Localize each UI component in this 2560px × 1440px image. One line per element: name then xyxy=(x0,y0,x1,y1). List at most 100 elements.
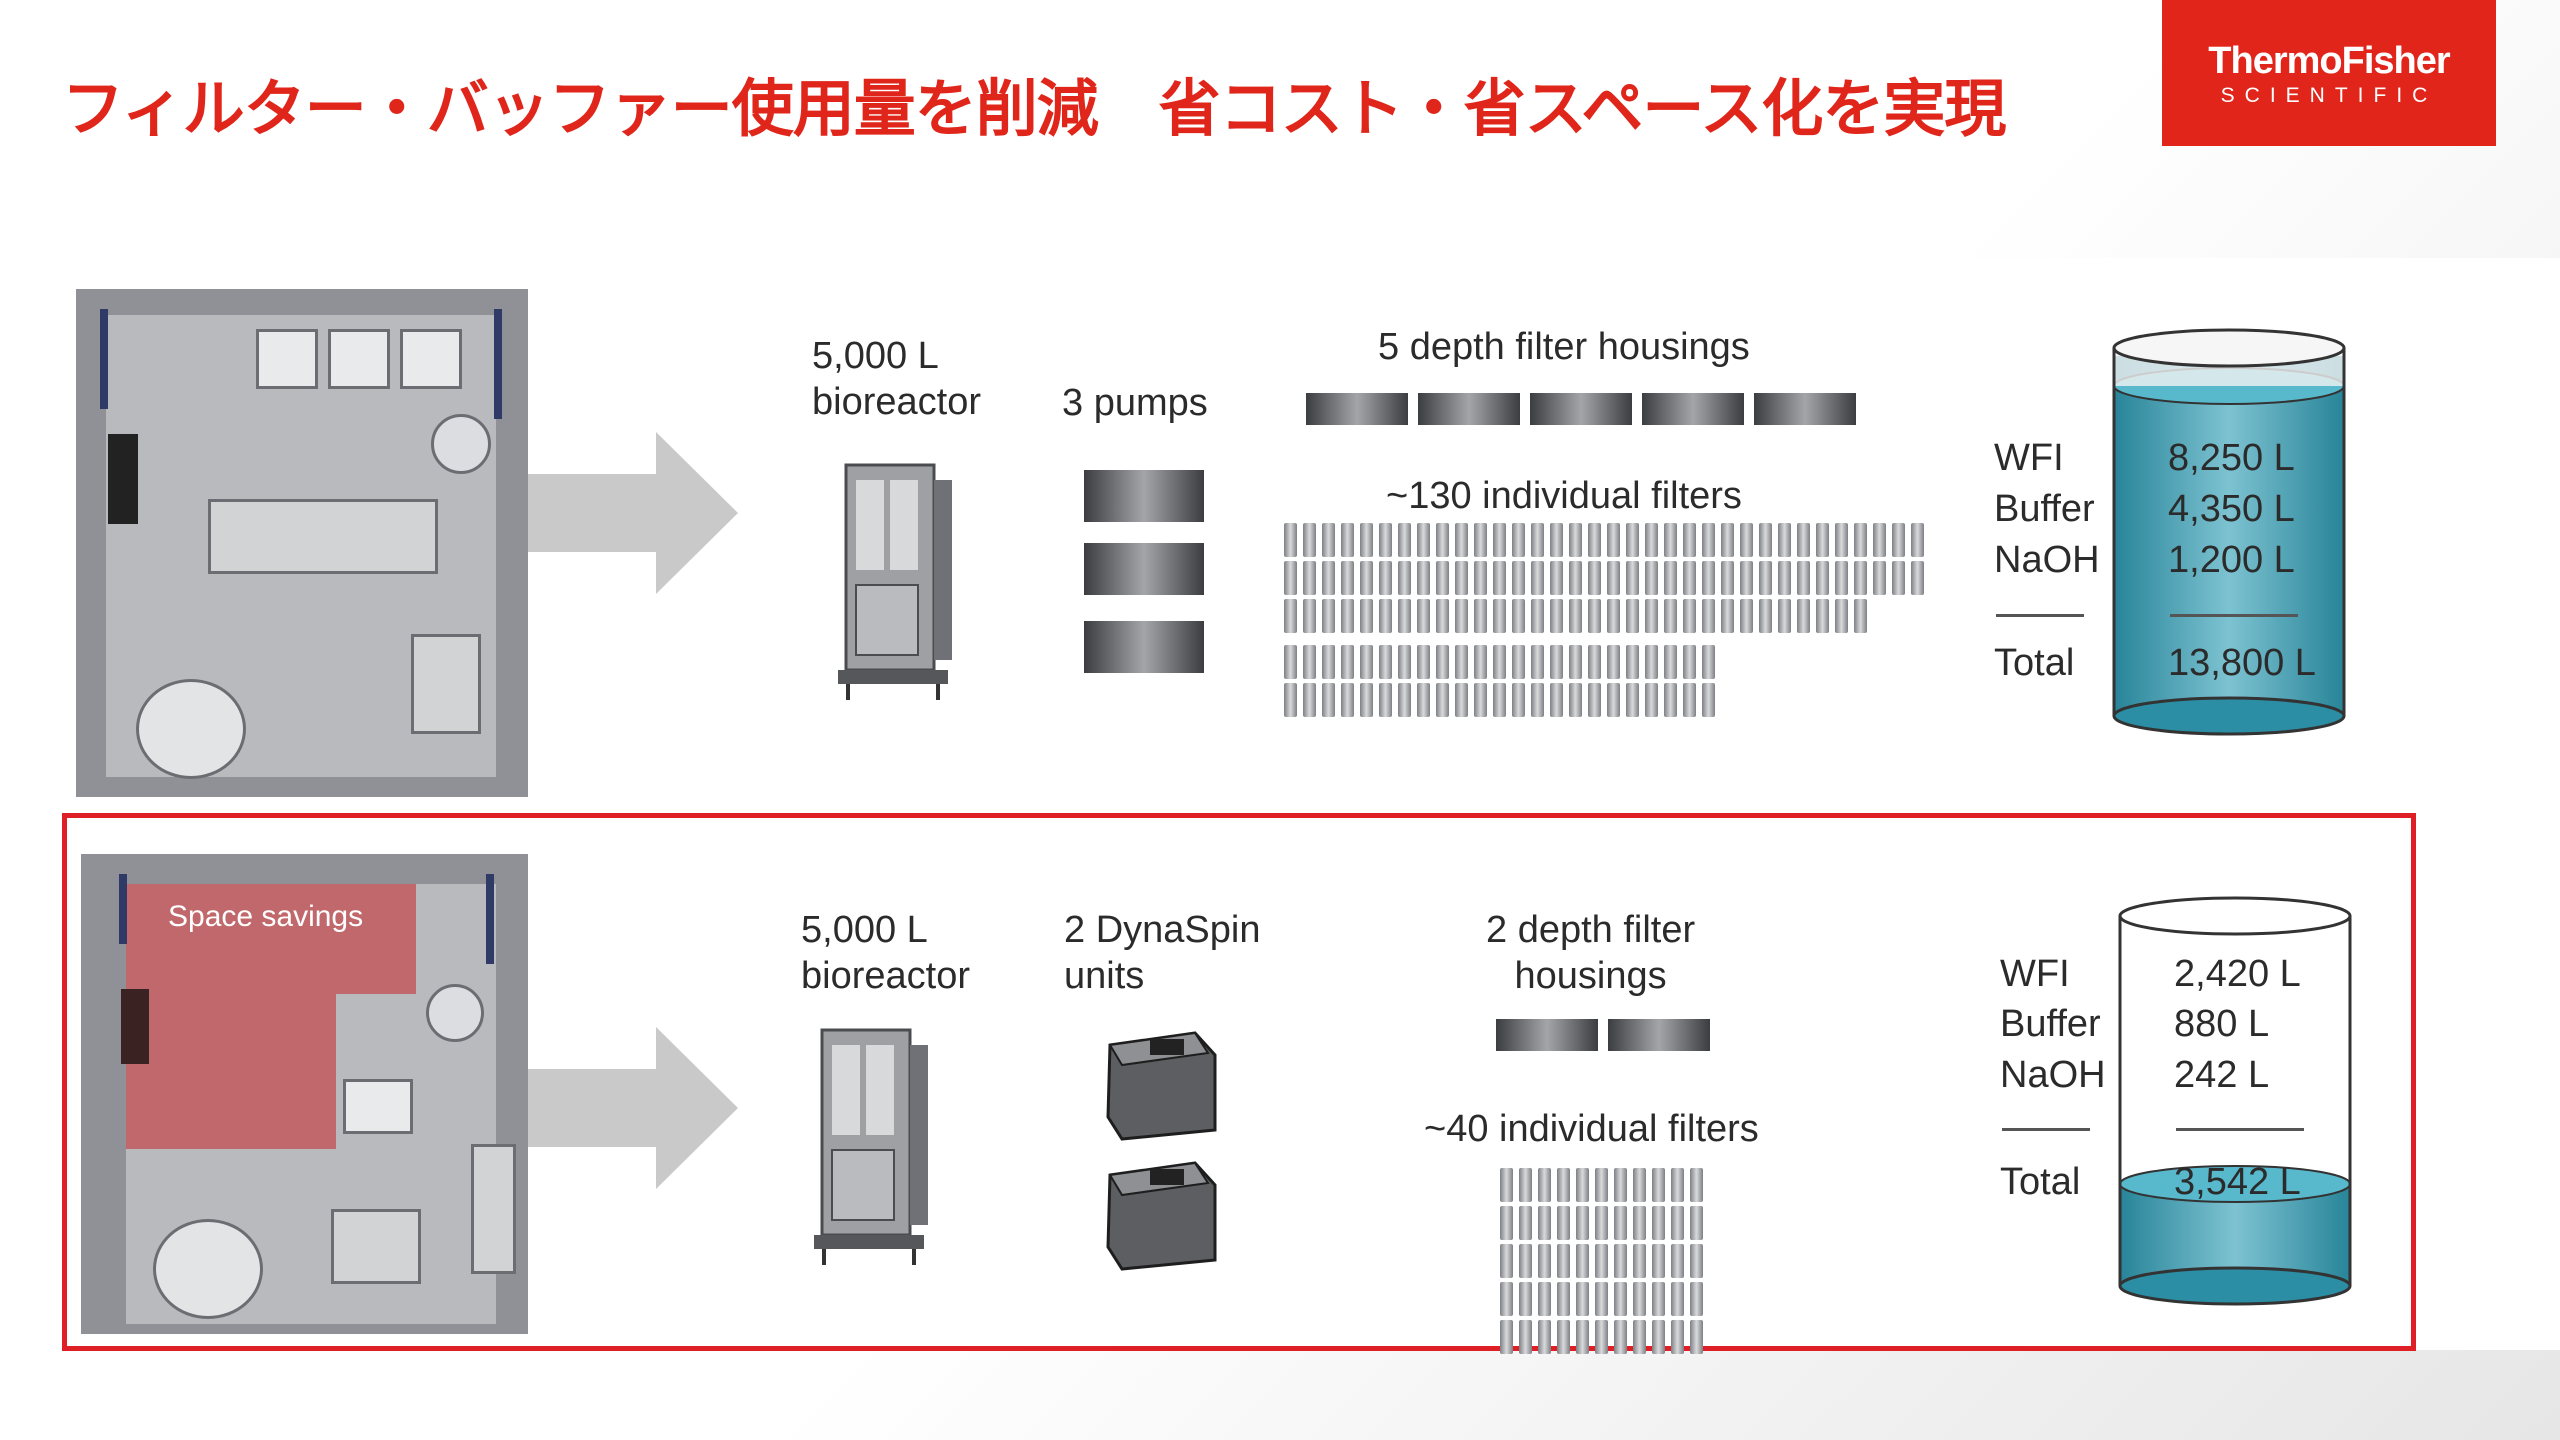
dynaspin-unit-icon xyxy=(1106,1031,1217,1141)
filter-cartridge xyxy=(1512,523,1525,557)
filter-cartridge xyxy=(1614,1244,1627,1278)
filter-cartridge xyxy=(1417,561,1430,595)
filter-cartridge xyxy=(1671,1320,1684,1354)
filter-cartridge xyxy=(1690,1320,1703,1354)
naoh-value-bottom: 242 L xyxy=(2174,1054,2270,1096)
filter-cartridge xyxy=(1474,561,1487,595)
pump-block xyxy=(1084,621,1204,673)
filter-cartridge xyxy=(1455,599,1468,633)
filter-cartridge xyxy=(1569,645,1582,679)
filter-cartridge xyxy=(1379,645,1392,679)
filter-cartridge xyxy=(1588,523,1601,557)
filter-cartridge xyxy=(1500,1206,1513,1240)
filter-cartridge xyxy=(1702,599,1715,633)
floorplan-top xyxy=(76,289,528,797)
filter-cartridge xyxy=(1873,523,1886,557)
filter-cartridge xyxy=(1683,645,1696,679)
filter-cartridge xyxy=(1576,1206,1589,1240)
filter-cartridge xyxy=(1671,1168,1684,1202)
filter-cartridge xyxy=(1588,683,1601,717)
filter-cartridge xyxy=(1284,645,1297,679)
buffer-value-bottom: 880 L xyxy=(2174,1003,2270,1045)
separator xyxy=(1996,614,2084,617)
filter-cartridge xyxy=(1398,523,1411,557)
filter-cartridge xyxy=(1474,599,1487,633)
filter-cartridge xyxy=(1379,523,1392,557)
filter-cartridge xyxy=(1645,523,1658,557)
filter-cartridge xyxy=(1284,561,1297,595)
housings-label-top: 5 depth filter housings xyxy=(1378,326,1750,368)
buffer-label-bottom: Buffer xyxy=(2000,1003,2101,1045)
filter-cartridge xyxy=(1360,645,1373,679)
filter-cartridge xyxy=(1633,1244,1646,1278)
filter-cartridge xyxy=(1607,683,1620,717)
filter-cartridge xyxy=(1493,523,1506,557)
filter-cartridge xyxy=(1557,1282,1570,1316)
filter-cartridge xyxy=(1645,561,1658,595)
filter-cartridge xyxy=(1588,645,1601,679)
filter-cartridge xyxy=(1341,683,1354,717)
pumps-label: 3 pumps xyxy=(1062,382,1208,424)
filter-cartridge xyxy=(1626,683,1639,717)
filter-cartridge xyxy=(1607,599,1620,633)
filter-cartridge xyxy=(1626,561,1639,595)
filter-cartridge xyxy=(1569,599,1582,633)
filter-cartridge xyxy=(1550,561,1563,595)
filter-cartridge xyxy=(1436,645,1449,679)
filter-cartridge xyxy=(1588,599,1601,633)
filter-cartridge xyxy=(1538,1244,1551,1278)
thermofisher-logo: ThermoFisher SCIENTIFIC xyxy=(2162,0,2496,146)
filter-cartridge xyxy=(1538,1168,1551,1202)
filter-cartridge xyxy=(1538,1320,1551,1354)
filter-cartridge xyxy=(1652,1206,1665,1240)
filter-cartridge xyxy=(1474,645,1487,679)
filter-cartridge xyxy=(1436,561,1449,595)
filter-cartridge xyxy=(1519,1282,1532,1316)
filter-cartridge xyxy=(1512,683,1525,717)
total-label-top: Total xyxy=(1994,642,2075,684)
filter-cartridge xyxy=(1797,599,1810,633)
filter-cartridge xyxy=(1538,1206,1551,1240)
filter-grid-bottom xyxy=(1500,1168,1715,1354)
filter-cartridge xyxy=(1626,599,1639,633)
filter-cartridge xyxy=(1652,1244,1665,1278)
filter-cartridge xyxy=(1626,523,1639,557)
separator xyxy=(2176,1128,2304,1131)
space-savings-label: Space savings xyxy=(168,900,364,933)
separator xyxy=(2002,1128,2090,1131)
filter-cartridge xyxy=(1322,683,1335,717)
filter-cartridge xyxy=(1474,683,1487,717)
filter-cartridge xyxy=(1633,1168,1646,1202)
housing-block xyxy=(1530,393,1632,425)
housing-block xyxy=(1642,393,1744,425)
filter-cartridge xyxy=(1778,599,1791,633)
filter-cartridge xyxy=(1645,599,1658,633)
filter-cartridge xyxy=(1360,683,1373,717)
filter-cartridge xyxy=(1664,683,1677,717)
housing-block xyxy=(1306,393,1408,425)
filter-cartridge xyxy=(1322,599,1335,633)
filter-cartridge xyxy=(1512,645,1525,679)
filter-cartridge xyxy=(1652,1282,1665,1316)
wfi-value-bottom: 2,420 L xyxy=(2174,953,2301,995)
filter-cartridge xyxy=(1683,561,1696,595)
filter-cartridge xyxy=(1816,561,1829,595)
filter-cartridge xyxy=(1436,599,1449,633)
filter-cartridge xyxy=(1702,683,1715,717)
filter-cartridge xyxy=(1854,561,1867,595)
filter-cartridge xyxy=(1531,599,1544,633)
filter-cartridge xyxy=(1690,1244,1703,1278)
filter-cartridge xyxy=(1303,561,1316,595)
separator xyxy=(2170,614,2298,617)
filter-cartridge xyxy=(1690,1168,1703,1202)
filter-cartridge xyxy=(1500,1282,1513,1316)
filter-cartridge xyxy=(1519,1244,1532,1278)
filter-cartridge xyxy=(1702,523,1715,557)
filter-cartridge xyxy=(1341,523,1354,557)
filter-cartridge xyxy=(1455,645,1468,679)
filter-cartridge xyxy=(1614,1206,1627,1240)
filter-cartridge xyxy=(1607,561,1620,595)
filter-cartridge xyxy=(1595,1282,1608,1316)
filter-cartridge xyxy=(1607,645,1620,679)
filter-cartridge xyxy=(1835,523,1848,557)
